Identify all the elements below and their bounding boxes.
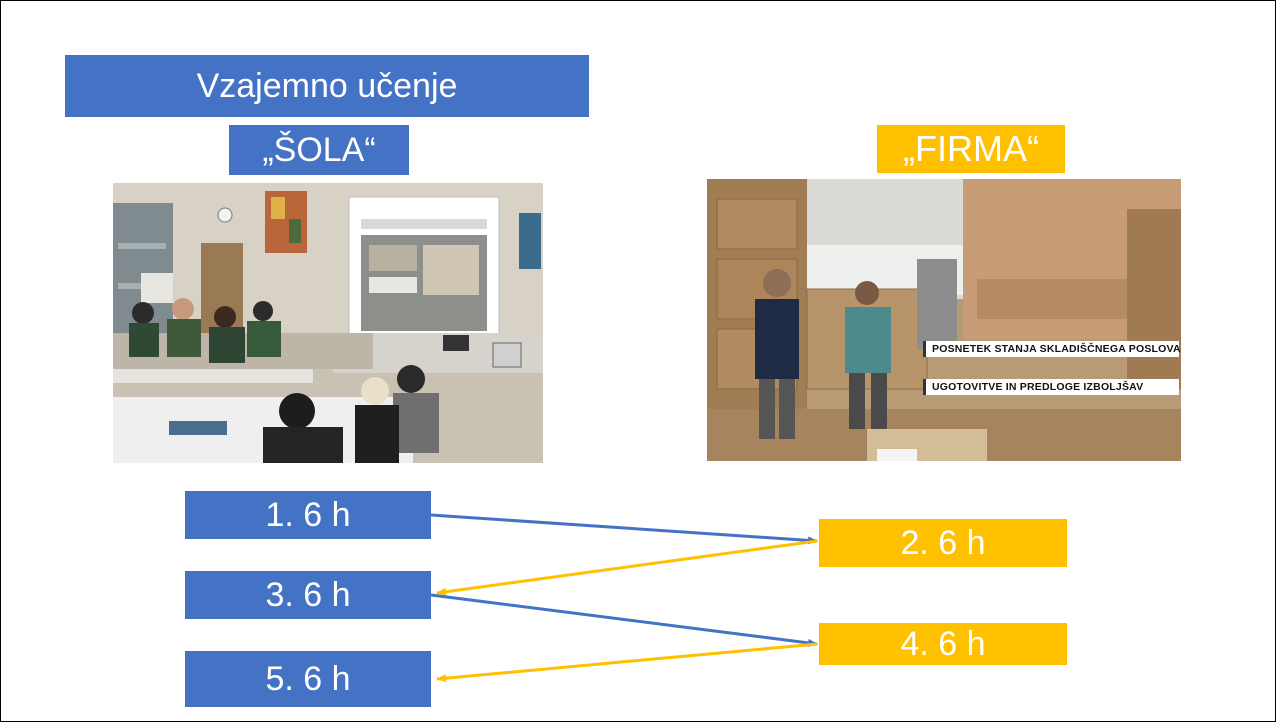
school-classroom-photo bbox=[113, 183, 543, 463]
step-1-school: 1. 6 h bbox=[185, 491, 431, 539]
arrow-step3-to-step4 bbox=[430, 593, 818, 647]
company-warehouse-photo: POSNETEK STANJA SKLADIŠČNEGA POSLOVANJA … bbox=[707, 179, 1181, 461]
warehouse-illustration bbox=[707, 179, 1181, 461]
photo-caption-improvements: UGOTOVITVE IN PREDLOGE IZBOLJŠAV bbox=[923, 379, 1179, 395]
step-2-company: 2. 6 h bbox=[819, 519, 1067, 567]
slide-title: Vzajemno učenje bbox=[65, 55, 589, 117]
classroom-illustration bbox=[113, 183, 543, 463]
school-label: „ŠOLA“ bbox=[229, 125, 409, 175]
photo-caption-inventory: POSNETEK STANJA SKLADIŠČNEGA POSLOVANJA bbox=[923, 341, 1181, 357]
arrow-step2-to-step3 bbox=[436, 539, 818, 596]
step-3-school: 3. 6 h bbox=[185, 571, 431, 619]
arrow-step4-to-step5 bbox=[436, 642, 818, 683]
step-4-company: 4. 6 h bbox=[819, 623, 1067, 665]
step-5-school: 5. 6 h bbox=[185, 651, 431, 707]
arrow-step1-to-step2 bbox=[430, 513, 818, 545]
company-label: „FIRMA“ bbox=[877, 125, 1065, 173]
